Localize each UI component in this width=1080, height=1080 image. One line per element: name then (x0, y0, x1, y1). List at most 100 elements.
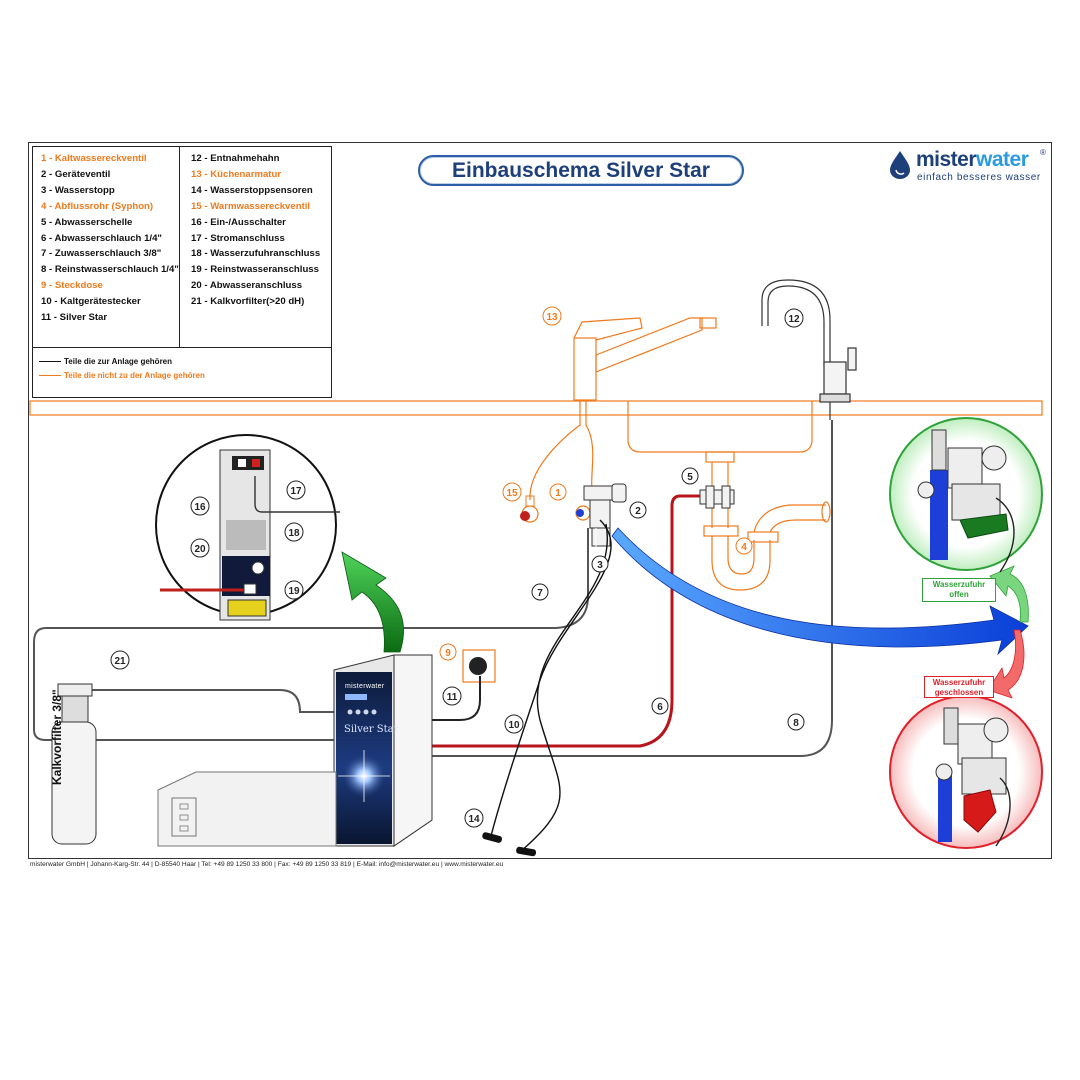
device-detail-magnifier (155, 434, 340, 621)
sensor-cable-b (519, 523, 609, 853)
brand-name: misterwater (916, 148, 1029, 172)
open-state-arrow (989, 565, 1029, 623)
brand-registered-mark: ® (1040, 148, 1046, 157)
device-brand-label: misterwater (345, 683, 385, 690)
status-open-line1: Wasserzufuhr (932, 580, 986, 589)
legend-item: 12 - Entnahmehahn (191, 153, 280, 164)
callout-2: 2 (629, 501, 647, 519)
water-drop-icon (890, 151, 910, 179)
callout-21: 21 (110, 650, 130, 670)
callout-5: 5 (681, 467, 699, 485)
callout-14: 14 (464, 808, 484, 828)
svg-text:14: 14 (468, 814, 480, 825)
callout-6: 6 (651, 697, 669, 715)
status-closed-line2: geschlossen (934, 688, 984, 697)
svg-text:13: 13 (546, 312, 558, 323)
callout-3: 3 (591, 555, 609, 573)
callout-15: 15 (502, 482, 522, 502)
valve-open-detail (889, 417, 1043, 573)
legend-item: 13 - Küchenarmatur (191, 168, 282, 180)
callout-19: 19 (284, 580, 304, 600)
valve-closed-detail (889, 695, 1043, 849)
legend-item: 8 - Reinstwasserschlauch 1/4" (41, 264, 179, 276)
key-black-label: Teile die zur Anlage gehören (64, 357, 173, 366)
svg-text:6: 6 (657, 702, 663, 713)
device-valve (583, 483, 627, 547)
legend-item: 1 - Kaltwassereckventil (41, 153, 147, 164)
legend-key-system-parts: Teile die zur Anlage gehören (39, 357, 172, 366)
filter-label: Kalkvorfilter 3/8" (50, 689, 64, 785)
brand-name-part2: water (976, 148, 1029, 171)
svg-text:11: 11 (447, 692, 458, 703)
svg-text:19: 19 (288, 586, 300, 597)
hot-water-angle-valve (520, 495, 539, 523)
brand-tagline: einfach besseres wasser (917, 172, 1041, 183)
svg-text:3: 3 (597, 560, 603, 571)
svg-text:17: 17 (290, 486, 302, 497)
svg-text:2: 2 (635, 506, 641, 517)
svg-text:12: 12 (788, 314, 800, 325)
svg-text:1: 1 (555, 488, 561, 499)
dispensing-tap (761, 279, 857, 420)
supply-water-hose-inner (41, 528, 597, 733)
legend-item: 18 - Wasserzufuhranschluss (191, 248, 321, 260)
callout-12: 12 (784, 308, 804, 328)
key-orange-label: Teile die nicht zu der Anlage gehören (64, 371, 205, 380)
legend-panel: 1 - Kaltwassereckventil 2 - Geräteventil 3… (32, 146, 332, 398)
silver-star-device (333, 654, 433, 847)
svg-text:5: 5 (687, 472, 693, 483)
company-footer: misterwater GmbH | Johann-Karg-Str. 44 |… (30, 861, 504, 868)
callout-10: 10 (504, 714, 524, 734)
water-stop-sensors (482, 832, 537, 857)
legend-left-column: 1 - Kaltwassereckventil 2 - Geräteventil 3… (41, 151, 181, 326)
callout-17: 17 (286, 480, 306, 500)
legend-item: 17 - Stromanschluss (191, 232, 285, 244)
orange-line-swatch (39, 375, 61, 376)
svg-text:8: 8 (793, 718, 799, 729)
legend-item: 19 - Reinstwasseranschluss (191, 264, 319, 276)
kitchen-faucet (529, 317, 717, 501)
legend-separator (33, 347, 331, 348)
svg-text:15: 15 (506, 488, 518, 499)
power-cable (432, 676, 481, 721)
green-arrow (341, 551, 404, 653)
svg-text:9: 9 (445, 648, 451, 659)
legend-item: 3 - Wasserstopp (41, 184, 115, 196)
callout-7: 7 (531, 583, 549, 601)
svg-text:16: 16 (194, 502, 206, 513)
legend-divider (179, 147, 180, 347)
brand-name-part1: mister (916, 148, 977, 171)
svg-text:21: 21 (114, 656, 126, 667)
device-model-label: Silver Star (344, 724, 399, 735)
brand-logo: misterwater ® einfach besseres wasser (890, 148, 1050, 188)
lime-pre-filter (51, 683, 97, 845)
callout-13: 13 (542, 306, 562, 326)
cold-water-angle-valve (575, 505, 591, 521)
callout-20: 20 (190, 538, 210, 558)
legend-right-column: 12 - Entnahmehahn 13 - Küchenarmatur 14 - … (191, 151, 331, 310)
svg-text:4: 4 (741, 542, 747, 553)
legend-item: 6 - Abwasserschlauch 1/4" (41, 232, 162, 244)
legend-item: 11 - Silver Star (41, 312, 108, 324)
callout-11: 11 (442, 686, 462, 706)
filter-inlet-hose (92, 689, 334, 713)
legend-item: 2 - Geräteventil (41, 168, 111, 180)
countertop (29, 400, 1043, 416)
legend-item: 10 - Kaltgerätestecker (41, 296, 141, 308)
drain-trap (703, 451, 831, 591)
legend-item: 14 - Wasserstoppsensoren (191, 184, 313, 196)
legend-item: 5 - Abwasserschelle (41, 216, 133, 228)
legend-key-external-parts: Teile die nicht zu der Anlage gehören (39, 371, 205, 380)
callout-4: 4 (735, 537, 753, 555)
waste-water-hose (432, 494, 700, 748)
svg-text:18: 18 (288, 528, 300, 539)
legend-item: 7 - Zuwasserschlauch 3/8" (41, 248, 162, 260)
callout-8: 8 (787, 713, 805, 731)
callout-1: 1 (549, 483, 567, 501)
page-title-text: Einbauschema Silver Star (452, 158, 710, 182)
blue-arrow (611, 527, 1029, 656)
sink-basin (627, 401, 813, 453)
storage-tank (157, 771, 337, 847)
legend-item: 20 - Abwasseranschluss (191, 280, 303, 292)
svg-text:20: 20 (194, 544, 206, 555)
